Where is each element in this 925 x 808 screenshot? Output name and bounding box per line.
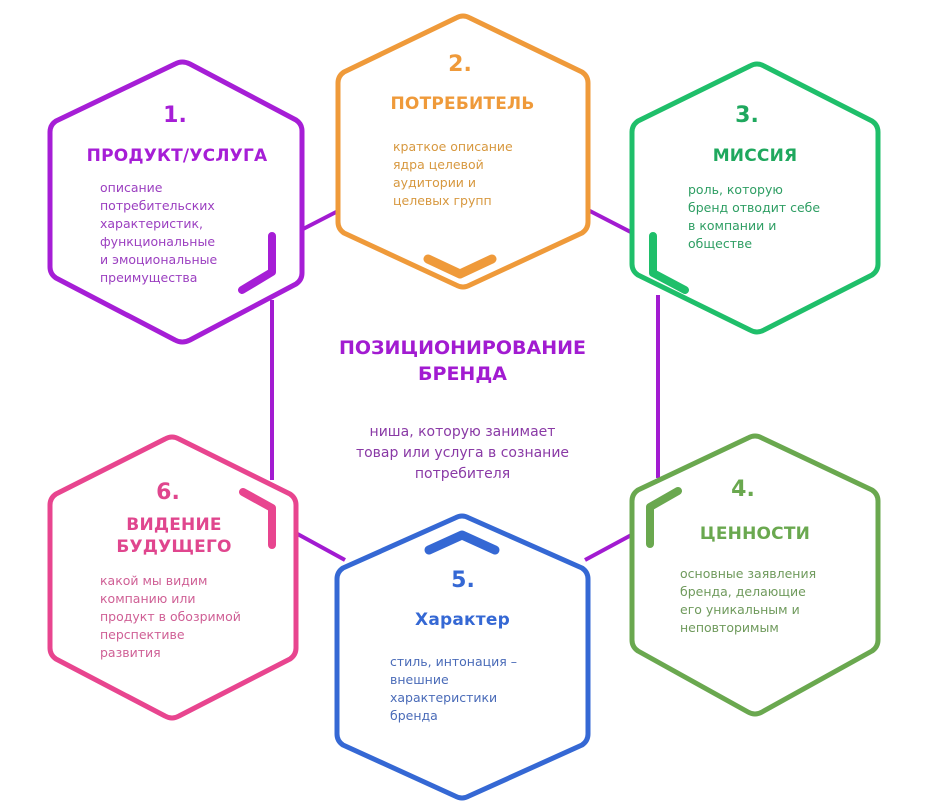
node-title-character: Характер (415, 610, 510, 630)
desc-line: развития (100, 645, 161, 660)
desc-line: неповторимым (680, 620, 779, 635)
desc-line: бренда, делающие (680, 584, 806, 599)
center-description: ниша, которую занимает товар или услуга … (300, 422, 625, 485)
desc-line: характеристики (390, 690, 498, 705)
desc-line: описание (100, 180, 163, 195)
desc-line: краткое описание (393, 139, 513, 154)
bracket-mark-product (238, 232, 276, 294)
node-desc-vision: какой мы видим компанию или продукт в об… (100, 572, 241, 662)
node-desc-values: основные заявления бренда, делающие его … (680, 565, 816, 637)
node-title-vision: ВИДЕНИЕ БУДУЩЕГО (52, 514, 296, 558)
center-desc-line: потребителя (414, 466, 511, 482)
desc-line: потребительских (100, 198, 215, 213)
center-desc-line: товар или услуга в сознание (355, 445, 570, 461)
bracket-mark-vision (239, 488, 276, 549)
desc-line: его уникальным и (680, 602, 800, 617)
node-title-mission: МИССИЯ (712, 146, 798, 166)
desc-line: аудитории и (393, 175, 477, 190)
node-desc-consumer: краткое описание ядра целевой аудитории … (393, 138, 513, 210)
node-title-product: ПРОДУКТ/УСЛУГА (86, 146, 268, 166)
desc-line: бренда (390, 708, 438, 723)
desc-line: роль, которую (688, 182, 783, 197)
desc-line: целевых групп (393, 193, 492, 208)
hexagon-vision (47, 434, 299, 721)
node-desc-mission: роль, которую бренд отводит себе в компа… (688, 181, 820, 253)
center-title: ПОЗИЦИОНИРОВАНИЕ БРЕНДА (300, 335, 625, 387)
desc-line: характеристик, (100, 216, 204, 231)
node-number-vision: 6. (156, 480, 180, 505)
hexagon-values (629, 433, 881, 717)
node-title-values: ЦЕННОСТИ (699, 524, 811, 544)
desc-line: стиль, интонация – (390, 654, 518, 669)
node-number-character: 5. (451, 568, 475, 593)
hexagon-product (47, 59, 305, 345)
desc-line: функциональные (100, 234, 216, 249)
desc-line: компанию или (100, 591, 196, 606)
node-title-consumer: ПОТРЕБИТЕЛЬ (390, 94, 535, 114)
node-number-consumer: 2. (448, 52, 472, 77)
desc-line: внешние (390, 672, 449, 687)
desc-line: продукт в обозримой (100, 609, 241, 624)
center-desc-line: ниша, которую занимает (369, 424, 556, 440)
center-title-line1: ПОЗИЦИОНИРОВАНИЕ (339, 337, 586, 359)
desc-line: перспективе (100, 627, 185, 642)
desc-line: преимущества (100, 270, 198, 285)
chevron-down-icon (423, 254, 497, 279)
hexagon-character (334, 513, 591, 801)
hexagon-mission (629, 61, 881, 335)
node-number-values: 4. (731, 477, 755, 502)
desc-line: ядра целевой (393, 157, 484, 172)
desc-line: какой мы видим (100, 573, 208, 588)
node-desc-character: стиль, интонация – внешние характеристик… (390, 653, 517, 725)
node-number-product: 1. (163, 103, 187, 128)
node-title-vision-line2: БУДУЩЕГО (116, 537, 232, 557)
bracket-mark-mission (649, 232, 689, 294)
desc-line: бренд отводит себе (688, 200, 821, 215)
desc-line: основные заявления (680, 566, 817, 581)
node-desc-product: описание потребительских характеристик, … (100, 179, 217, 287)
center-title-line2: БРЕНДА (418, 363, 507, 385)
node-number-mission: 3. (735, 103, 759, 128)
chevron-up-icon (424, 530, 500, 555)
bracket-mark-values (646, 487, 682, 548)
hexagon-consumer (335, 13, 591, 290)
desc-line: обществе (688, 236, 753, 251)
node-title-vision-line1: ВИДЕНИЕ (126, 515, 222, 535)
desc-line: и эмоциональные (100, 252, 218, 267)
desc-line: в компании и (688, 218, 777, 233)
